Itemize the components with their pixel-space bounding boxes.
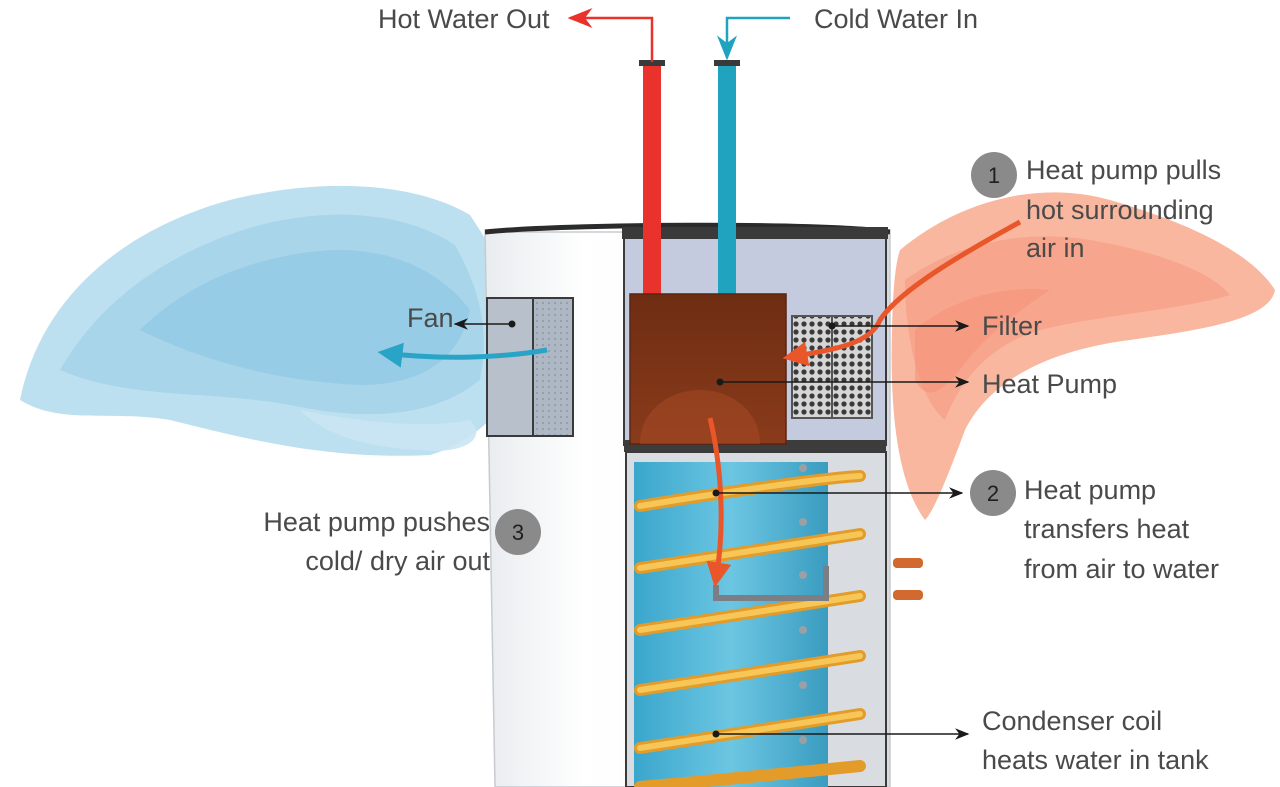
cold-air-out-arrow [377,342,548,368]
step1-line1: Heat pump pulls [1026,155,1221,185]
hot-water-pipe [643,62,661,294]
badge-3: 3 [495,509,541,555]
step1-line2: hot surrounding [1026,195,1214,225]
cold-water-pipe [718,62,736,294]
svg-text:1: 1 [988,163,1000,188]
heat-pump-label: Heat Pump [982,369,1117,399]
step2-line3: from air to water [1024,554,1219,584]
step2-line1: Heat pump [1024,475,1156,505]
warm-air-in-arrow [782,219,1022,367]
condenser-coil [634,464,866,787]
hot-water-out-arrow [567,7,654,62]
fan-unit [486,297,574,437]
filter-label: Filter [982,311,1042,341]
svg-text:3: 3 [512,520,524,545]
step2-line2: transfers heat [1024,514,1190,544]
side-pipes [893,558,923,600]
condenser-line2: heats water in tank [982,745,1209,775]
step3-line2: cold/ dry air out [305,546,490,576]
step3-line1: Heat pump pushes [263,507,490,537]
badge-2: 2 [970,470,1016,516]
fan-label: Fan [407,303,454,333]
badge-1: 1 [971,152,1017,198]
step1-line3: air in [1026,233,1085,263]
hot-water-out-label: Hot Water Out [378,4,550,34]
cold-water-in-arrow [717,16,790,61]
cold-water-in-label: Cold Water In [814,4,978,34]
svg-text:2: 2 [987,481,999,506]
inner-pipe [713,566,829,601]
warm-air-plume [891,192,1275,520]
condenser-line1: Condenser coil [982,706,1162,736]
